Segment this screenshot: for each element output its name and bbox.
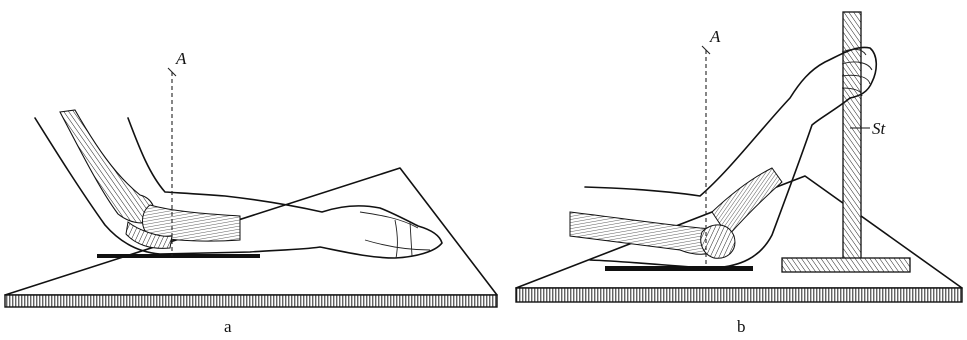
hand-a (360, 212, 430, 258)
humerus-a (60, 110, 154, 223)
forearm-pad-a (97, 254, 260, 258)
caption-b: b (737, 317, 746, 336)
panel-b: St A b (516, 12, 962, 336)
panel-a: A a (5, 49, 497, 336)
table-edge-a (5, 295, 497, 307)
axis-label-a: A (175, 49, 187, 68)
stand-base-b (782, 258, 910, 272)
axis-label-b: A (709, 27, 721, 46)
caption-a: a (224, 317, 232, 336)
stand-label-b: St (872, 119, 887, 138)
table-edge-b (516, 288, 962, 302)
